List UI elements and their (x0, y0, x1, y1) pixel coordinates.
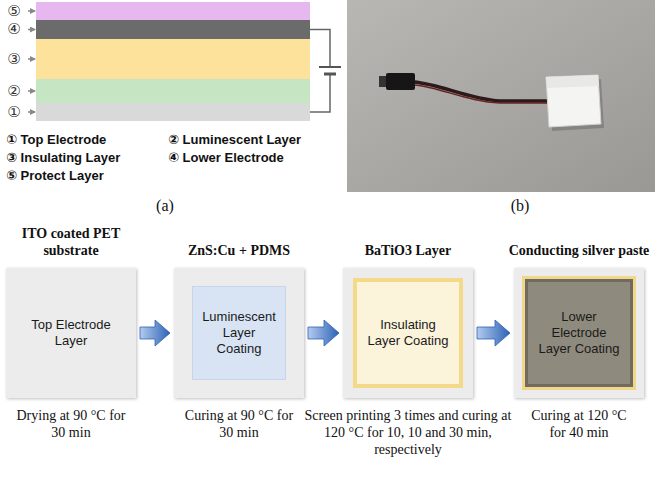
insulating-layer (36, 39, 310, 79)
protect-layer (36, 2, 310, 20)
lower-electrode-layer (36, 20, 310, 39)
step-heading: BaTiO3 Layer (333, 243, 483, 260)
process-step-box: Luminescent Layer CoatingZnS:Cu + PDMS (174, 268, 304, 398)
top-electrode-layer (36, 103, 310, 121)
box-label: Insulating Layer Coating (357, 317, 459, 350)
step-caption: Drying at 90 °C for 30 min (16, 408, 126, 442)
callout-number: ③ (3, 50, 25, 68)
cable (414, 82, 552, 101)
layer-key: ② Luminescent Layer (168, 131, 301, 149)
step-heading: Conducting silver paste (501, 243, 657, 260)
callout-number: ⑤ (3, 2, 25, 20)
battery-symbol (319, 66, 341, 68)
step-caption: Curing at 120 °C for 40 min (524, 408, 634, 442)
box-label: Luminescent Layer Coating (193, 309, 285, 358)
flow-arrow (477, 320, 510, 346)
callout-number: ④ (3, 20, 25, 38)
flow-arrow (308, 320, 339, 346)
pad-highlight (546, 75, 599, 88)
connector (386, 73, 415, 90)
panel-label: (b) (470, 196, 570, 216)
layer-key: ⑤ Protect Layer (6, 167, 104, 185)
leader-line (28, 10, 35, 12)
connector-pins (379, 76, 387, 87)
box-label: Lower Electrode Layer Coating (525, 309, 633, 358)
leader-line (28, 111, 35, 113)
box-label: Top Electrode Layer (6, 317, 136, 350)
cable (414, 85, 552, 103)
process-step-box: Lower Electrode Layer CoatingConducting … (514, 268, 644, 398)
panel-label: (a) (115, 196, 215, 216)
el-device-pad (546, 75, 601, 127)
layer-key: ④ Lower Electrode (168, 149, 284, 167)
layer-key: ① Top Electrode (6, 131, 106, 149)
step-heading: ZnS:Cu + PDMS (164, 243, 314, 260)
photo-background (347, 0, 655, 192)
layer-coating-box: Lower Electrode Layer Coating (522, 276, 636, 390)
luminescent-layer (36, 79, 310, 103)
layer-key: ③ Insulating Layer (6, 149, 120, 167)
battery-symbol (324, 73, 336, 76)
wire (310, 30, 330, 68)
step-caption: Curing at 90 °C for 30 min (184, 408, 294, 442)
process-step-box: Insulating Layer CoatingBaTiO3 Layer (343, 268, 473, 398)
flow-arrow (140, 320, 170, 346)
step-caption: Screen printing 3 times and curing at 12… (293, 408, 523, 458)
leader-line (28, 90, 35, 92)
callout-number: ② (3, 82, 25, 100)
layer-coating-box: Luminescent Layer Coating (192, 286, 286, 380)
step-heading: ITO coated PET substrate (6, 226, 136, 260)
layer-coating-box: Insulating Layer Coating (353, 278, 463, 388)
leader-line (28, 29, 35, 31)
callout-number: ① (3, 103, 25, 121)
leader-line (28, 58, 35, 60)
wire (310, 74, 330, 112)
process-step-box: ITO coated PET substrateTop Electrode La… (6, 268, 136, 398)
